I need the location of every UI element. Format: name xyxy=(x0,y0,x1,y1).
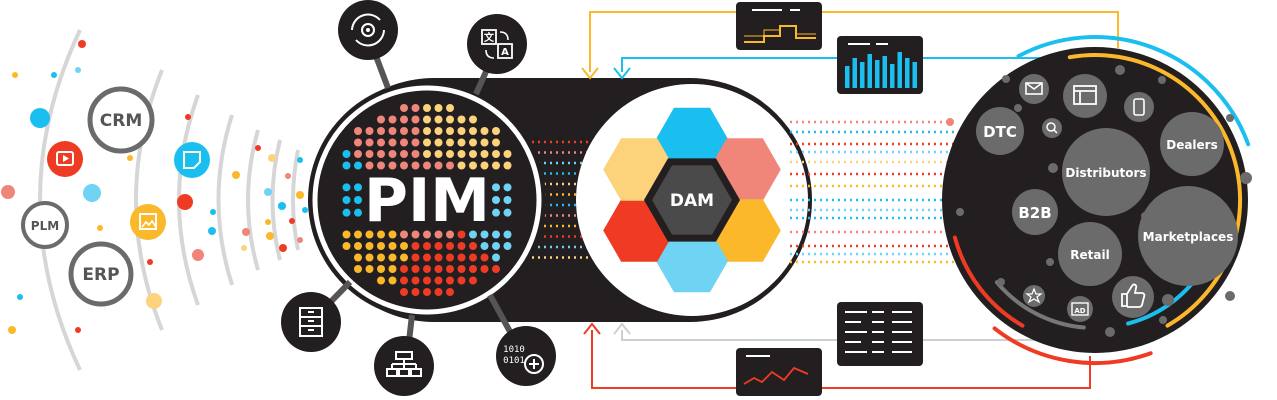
pim-circle: PIM xyxy=(308,81,546,319)
mail-icon xyxy=(1019,74,1049,104)
search-icon xyxy=(1042,118,1062,138)
b2b-label: B2B xyxy=(1018,204,1051,222)
channel-dtc: DTC xyxy=(976,107,1024,155)
svg-text:A: A xyxy=(501,47,509,58)
video-icon xyxy=(47,141,83,177)
svg-text:0101: 0101 xyxy=(503,356,525,366)
channel-b2b: B2B xyxy=(1012,189,1058,235)
pim-label: PIM xyxy=(364,166,490,236)
note-icon xyxy=(174,142,210,178)
plm-node: PLM xyxy=(21,201,69,249)
svg-text:文: 文 xyxy=(484,31,495,44)
line-chart-panel xyxy=(736,348,822,396)
dam-hexagons xyxy=(603,107,781,293)
translate-icon: 文 A xyxy=(467,14,527,74)
svg-text:AD: AD xyxy=(1074,307,1085,315)
star-icon xyxy=(1023,285,1045,307)
cabinet-icon xyxy=(281,292,341,352)
distributors-label: Distributors xyxy=(1065,166,1146,180)
channel-marketplaces: Marketplaces xyxy=(1138,186,1238,286)
dam-label: DAM xyxy=(670,191,714,211)
thumbs-up-icon xyxy=(1112,276,1154,318)
bar-chart-panel xyxy=(837,36,923,94)
image-icon xyxy=(130,204,166,240)
erp-label: ERP xyxy=(82,265,119,285)
plm-label: PLM xyxy=(31,219,59,233)
channels-circle: AD DTC B2B Distributors Dealers Retail xyxy=(942,35,1252,365)
step-chart-panel xyxy=(736,2,822,50)
browser-icon xyxy=(1063,74,1107,118)
channel-retail: Retail xyxy=(1058,222,1122,286)
gear-cycle-icon xyxy=(338,0,398,60)
phone-icon xyxy=(1124,92,1154,122)
crm-label: CRM xyxy=(100,111,142,131)
erp-node: ERP xyxy=(68,241,134,307)
dam-circle: DAM xyxy=(576,84,808,316)
svg-text:1010: 1010 xyxy=(503,345,525,355)
channel-distributors: Distributors xyxy=(1062,128,1150,216)
marketplaces-label: Marketplaces xyxy=(1143,230,1234,244)
ad-icon: AD xyxy=(1067,296,1093,322)
hierarchy-icon xyxy=(374,336,434,396)
pim-dot-matrix xyxy=(342,104,512,296)
dtc-label: DTC xyxy=(983,123,1017,141)
source-arcs xyxy=(38,29,300,371)
crm-node: CRM xyxy=(87,86,155,154)
data-list-panel xyxy=(837,302,923,366)
source-dots xyxy=(1,40,308,334)
dealers-label: Dealers xyxy=(1166,138,1218,152)
retail-label: Retail xyxy=(1070,248,1109,262)
channel-dealers: Dealers xyxy=(1160,112,1224,176)
binary-add-icon: 1010 0101 xyxy=(496,326,556,386)
